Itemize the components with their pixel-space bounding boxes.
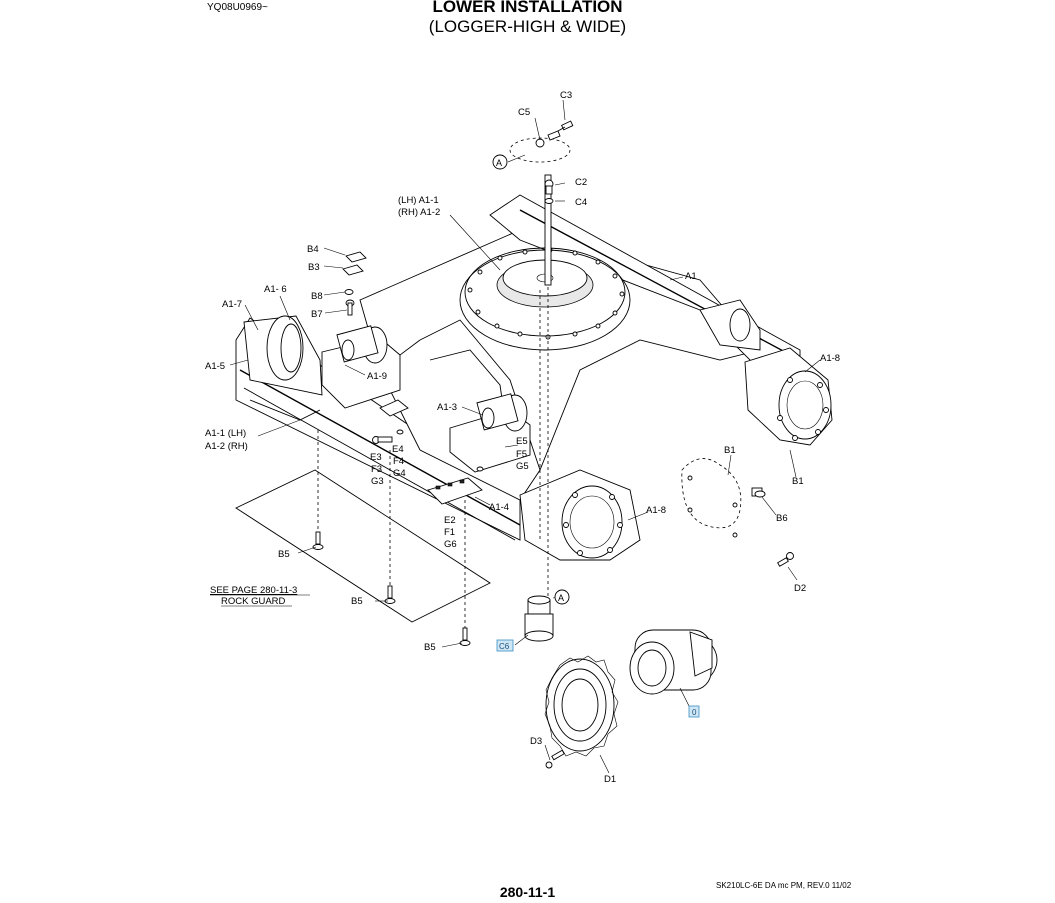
callout-a1: A1 — [685, 271, 697, 282]
rock-guard-outline — [235, 469, 491, 623]
callout-a1-8-lower: A1-8 — [646, 505, 666, 516]
callout-e3: E3 — [370, 452, 382, 463]
callout-d2: D2 — [794, 583, 806, 594]
callout-a1-6: A1- 6 — [264, 284, 287, 295]
callout-c4: C4 — [575, 197, 587, 208]
leader-lines — [229, 99, 821, 774]
callout-c2: C2 — [575, 177, 587, 188]
rock-guard-label: ROCK GUARD — [221, 596, 286, 607]
callout-b8: B8 — [311, 291, 323, 302]
callout-g4: G4 — [393, 468, 406, 479]
page-subtitle: (LOGGER-HIGH & WIDE) — [428, 17, 627, 36]
callout-a1-1-lh: (LH) A1-1 — [398, 195, 439, 206]
svg-text:0: 0 — [692, 708, 697, 717]
callout-f4: F4 — [393, 456, 404, 467]
hotspot-c6[interactable]: C6 — [496, 639, 514, 652]
callout-b7: B7 — [311, 309, 323, 320]
callout-g5: G5 — [516, 461, 529, 472]
callout-a1-9: A1-9 — [367, 371, 387, 382]
callout-a1-3: A1-3 — [437, 402, 457, 413]
swivel-shaft — [544, 174, 552, 286]
callout-g6: G6 — [444, 539, 457, 550]
track-guard-a1-4 — [427, 477, 483, 505]
see-page-link[interactable]: SEE PAGE 280-11-3 — [210, 585, 297, 596]
svg-text:C6: C6 — [499, 642, 510, 651]
swivel-cover — [509, 120, 574, 204]
page-number: 280-11-1 — [499, 884, 556, 900]
callout-e2: E2 — [444, 515, 456, 526]
page-title: LOWER INSTALLATION — [432, 0, 623, 16]
view-a-marker-bottom — [554, 589, 570, 605]
callout-d3: D3 — [530, 736, 542, 747]
callout-f5: F5 — [516, 449, 527, 460]
rotary-joint-c6 — [524, 595, 554, 642]
callout-d1: D1 — [604, 774, 616, 785]
swing-bearing — [459, 247, 631, 351]
callout-b6: B6 — [776, 513, 788, 524]
callout-b3: B3 — [308, 262, 320, 273]
sprocket-d1 — [544, 655, 619, 757]
callout-b1-side: B1 — [792, 476, 804, 487]
callout-e4: E4 — [392, 444, 404, 455]
callout-g3: G3 — [371, 476, 384, 487]
view-a-marker-top — [492, 154, 508, 170]
callout-a1-2-side: A1-2 (RH) — [205, 441, 248, 452]
callout-c3: C3 — [560, 90, 572, 101]
callout-f1: F1 — [444, 527, 455, 538]
footer-reference: SK210LC-6E DA mc PM, REV.0 11/02 — [716, 881, 852, 890]
cover-plate-b1 — [681, 458, 742, 538]
callout-a1-5: A1-5 — [205, 361, 225, 372]
bolts — [312, 251, 794, 769]
callout-b1-top: B1 — [724, 445, 736, 456]
document-code: YQ08U0969~ — [207, 2, 268, 13]
hotspot-travel-motor[interactable]: 0 — [688, 705, 700, 718]
callout-c5: C5 — [518, 107, 530, 118]
callout-a1-2-rh: (RH) A1-2 — [398, 207, 440, 218]
callout-e5: E5 — [516, 436, 528, 447]
callout-a1-4: A1-4 — [489, 502, 509, 513]
callout-a-bottom: A — [558, 593, 564, 603]
carrier-roller-a1-3 — [449, 393, 531, 473]
callout-b5-b: B5 — [351, 596, 363, 607]
travel-motor — [629, 629, 718, 695]
callout-a-top: A — [496, 158, 502, 168]
callout-b4: B4 — [307, 244, 319, 255]
carrier-roller-a1-9 — [321, 325, 401, 409]
callout-b5-a: B5 — [278, 549, 290, 560]
callout-a1-7: A1-7 — [222, 299, 242, 310]
callout-b5-c: B5 — [424, 642, 436, 653]
callout-a1-8-right: A1-8 — [820, 353, 840, 364]
callout-f3: F3 — [371, 464, 382, 475]
callout-a1-1-side: A1-1 (LH) — [205, 428, 246, 439]
